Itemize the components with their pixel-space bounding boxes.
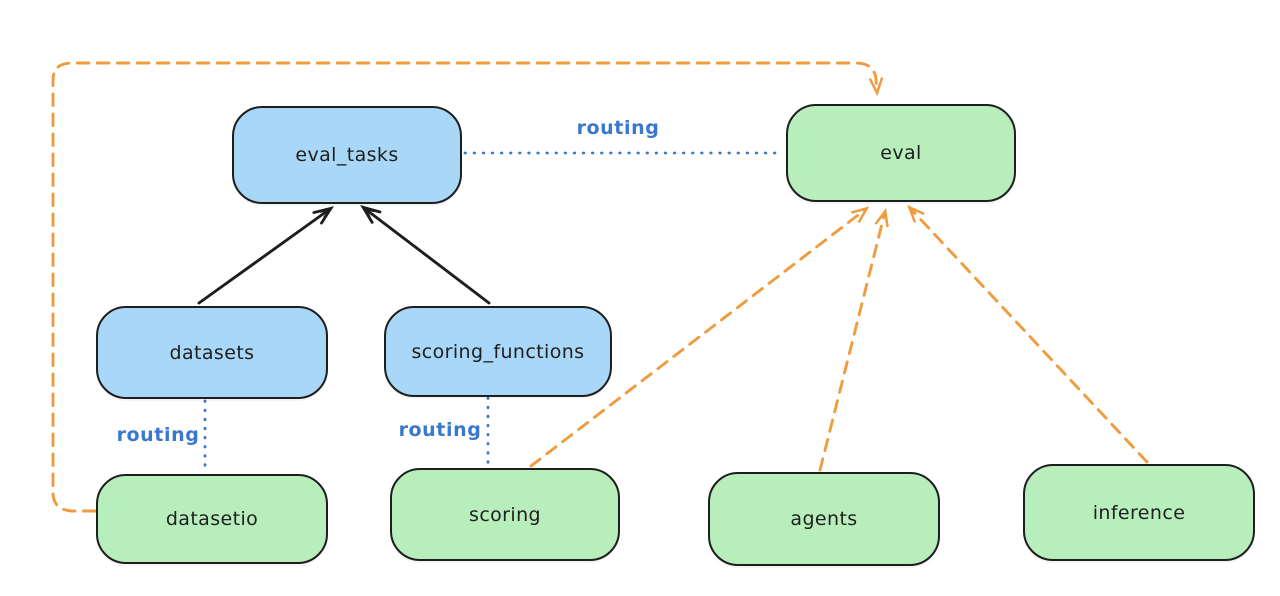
- edge-label-routing-left: routing: [116, 424, 200, 446]
- node-eval-tasks-label: eval_tasks: [295, 144, 399, 166]
- node-datasets: datasets: [96, 306, 328, 399]
- node-datasetio: datasetio: [96, 474, 328, 564]
- node-scoring-functions-label: scoring_functions: [411, 340, 585, 363]
- node-eval: eval: [786, 104, 1016, 202]
- node-agents: agents: [708, 472, 940, 566]
- node-scoring-label: scoring: [469, 503, 541, 526]
- node-inference: inference: [1023, 464, 1255, 561]
- node-datasetio-label: datasetio: [165, 508, 259, 530]
- node-scoring-functions: scoring_functions: [384, 306, 612, 397]
- edge-datasets-to-eval-tasks: [197, 209, 330, 305]
- edge-scoring-to-eval: [529, 206, 870, 468]
- node-eval-tasks: eval_tasks: [232, 106, 462, 204]
- edge-scoring-functions-to-eval-tasks: [364, 208, 491, 305]
- node-inference-label: inference: [1092, 501, 1186, 524]
- edge-label-routing-top: routing: [576, 117, 660, 139]
- edge-agents-to-eval: [818, 207, 889, 472]
- edge-label-routing-middle: routing: [398, 419, 482, 441]
- edge-inference-to-eval: [907, 204, 1149, 464]
- edge-datasetio-to-eval-loop: [51, 61, 884, 513]
- node-scoring: scoring: [390, 468, 620, 561]
- node-datasets-label: datasets: [169, 341, 255, 364]
- node-eval-label: eval: [880, 142, 922, 164]
- node-agents-label: agents: [790, 508, 858, 530]
